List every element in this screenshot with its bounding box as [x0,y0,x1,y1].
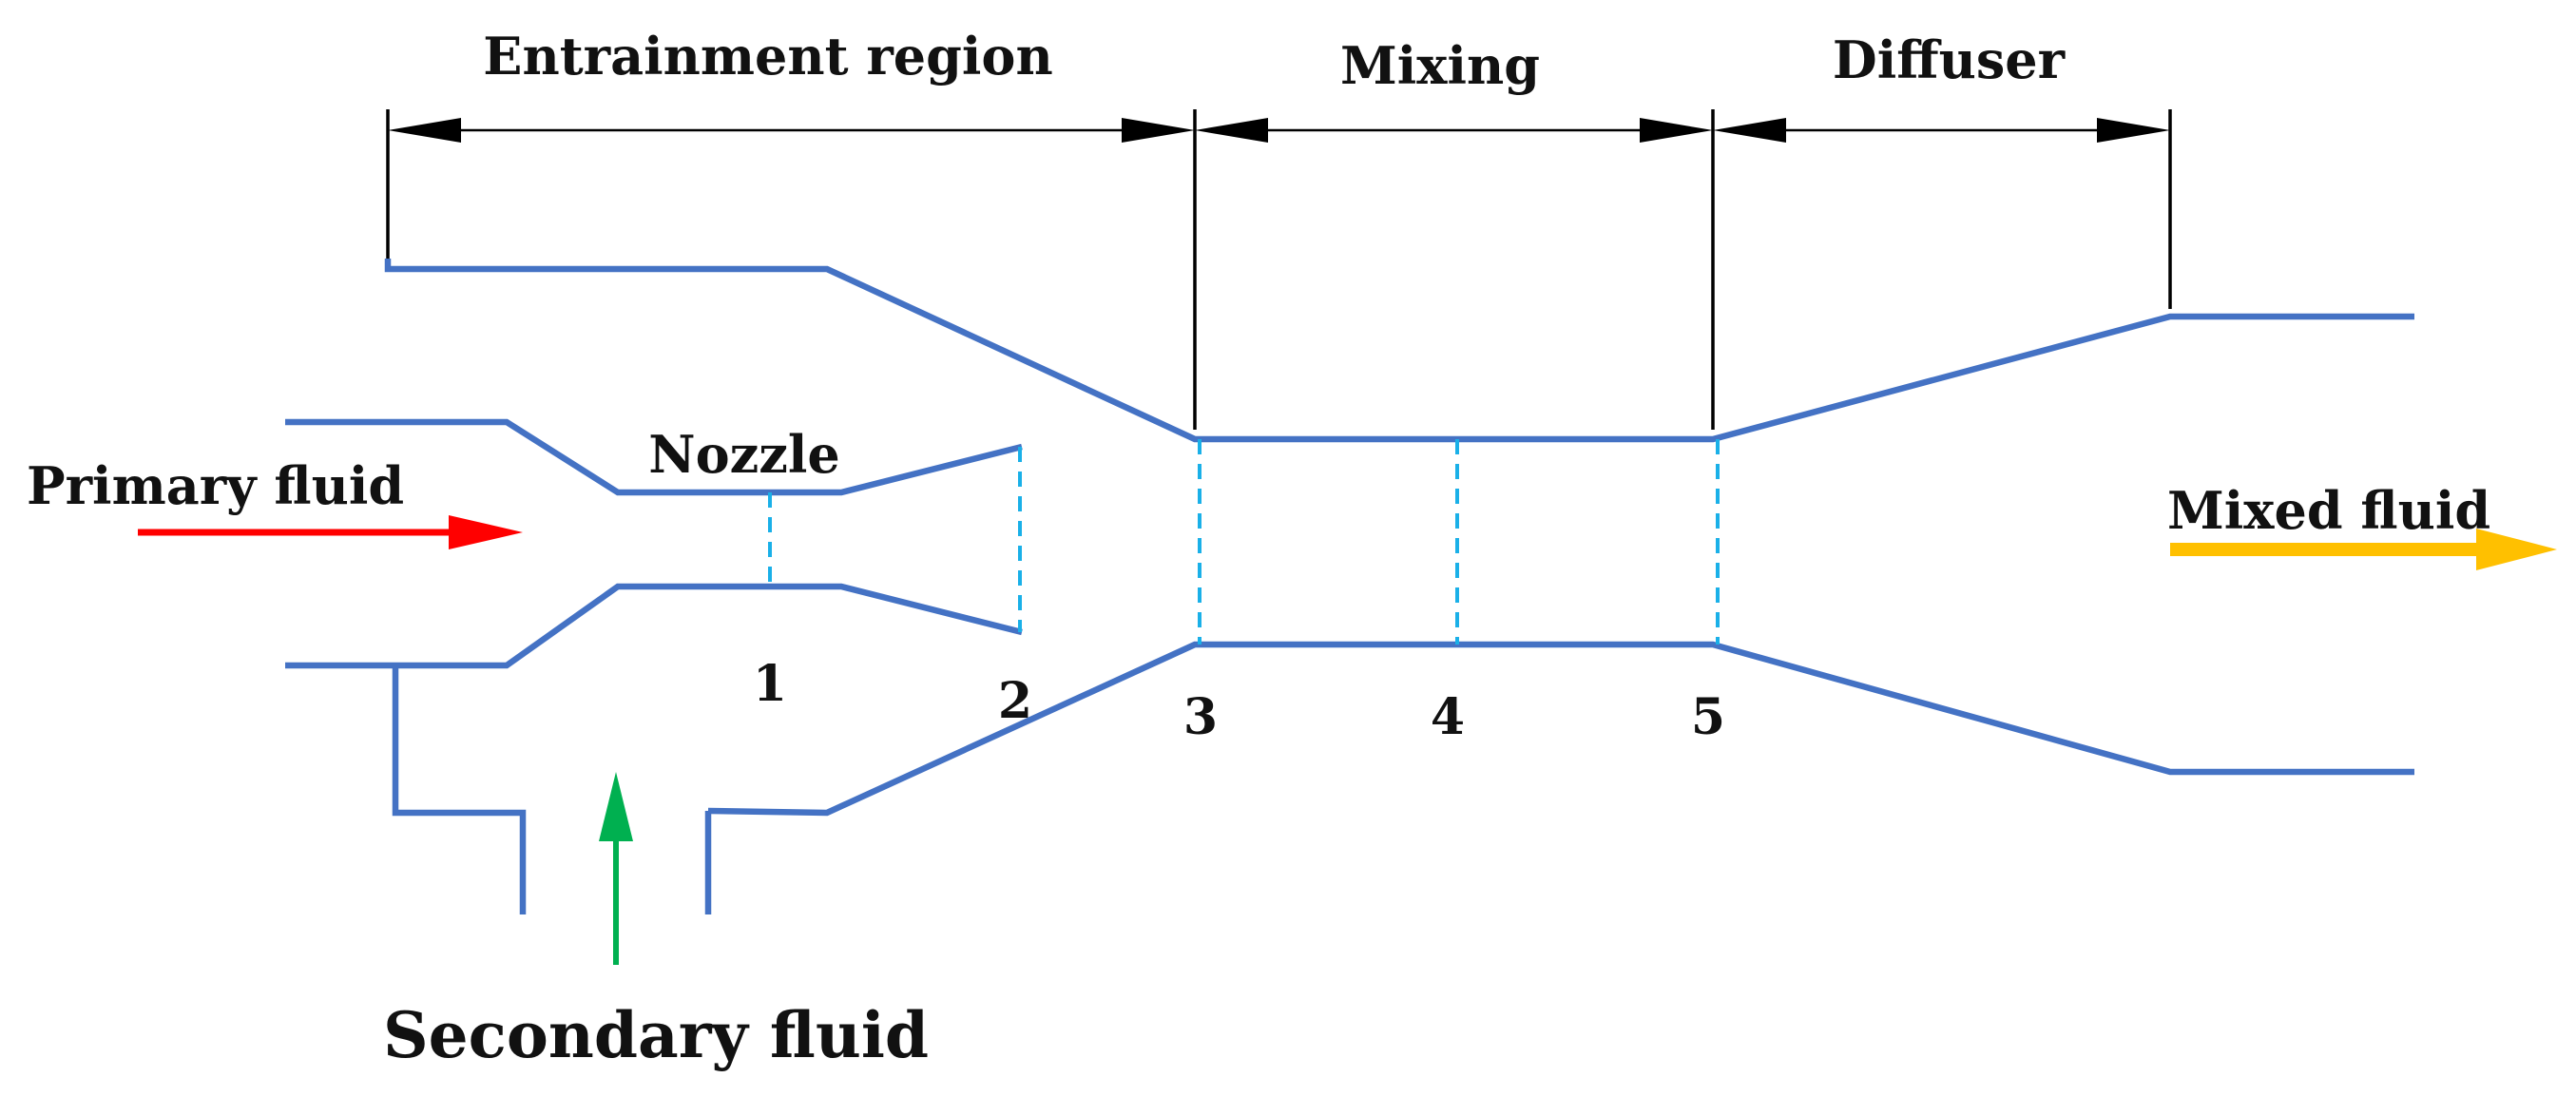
outer-upper-wall [384,259,2414,443]
nozzle-lower-wall [285,583,1023,669]
nozzle-upper-wall [285,418,1023,496]
nozzle-label: Nozzle [648,424,840,485]
primary-fluid-label: Primary fluid [27,455,404,516]
mixed-fluid-label: Mixed fluid [2167,480,2490,541]
ejector-walls [285,259,2414,914]
section-label-1: 1 [753,655,787,713]
diffuser-dimension-arrow [1713,118,2170,143]
mixed-fluid-arrow [2170,529,2557,570]
section-label-2: 2 [998,672,1032,730]
entrainment-region-label: Entrainment region [483,26,1052,87]
mixing-dimension-arrow [1195,118,1713,143]
section-label-5: 5 [1691,688,1725,746]
secondary-inlet-left-wall [392,665,527,914]
dimension-ticks [386,109,2172,430]
secondary-fluid-arrow [599,772,633,965]
entrainment-dimension-arrow [388,118,1195,143]
secondary-fluid-label: Secondary fluid [383,998,929,1072]
section-label-3: 3 [1183,688,1218,746]
primary-fluid-arrow [138,515,523,549]
section-label-4: 4 [1431,688,1465,746]
diffuser-region-label: Diffuser [1833,29,2066,90]
mixing-region-label: Mixing [1340,35,1540,96]
dimension-arrows [388,118,2170,143]
section-lines [768,439,1720,645]
outer-lower-wall [707,641,2414,817]
